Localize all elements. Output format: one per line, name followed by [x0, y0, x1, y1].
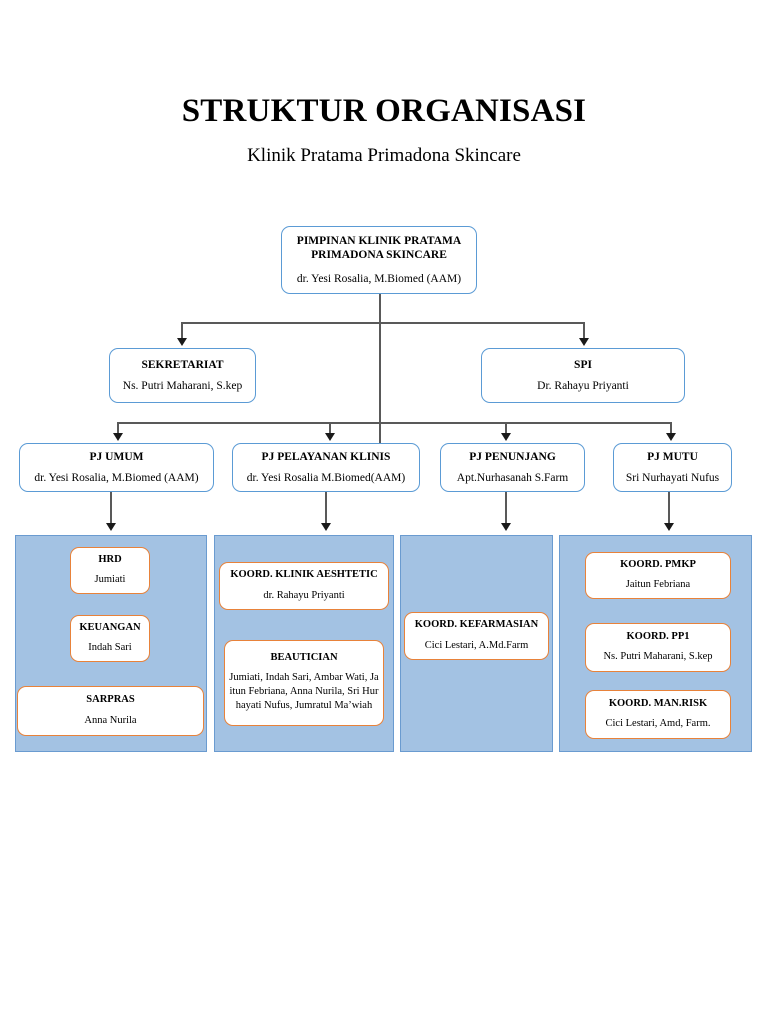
connector-level2-bar	[181, 322, 583, 324]
node-pj-penunjang-person: Apt.Nurhasanah S.Farm	[456, 472, 569, 484]
node-keuangan[interactable]: KEUANGAN Indah Sari	[70, 615, 150, 662]
connector-level3-bar	[117, 422, 671, 424]
node-hrd-role: HRD	[98, 553, 122, 565]
connector-panel-umum-drop	[110, 492, 112, 525]
page-subtitle: Klinik Pratama Primadona Skincare	[247, 145, 521, 166]
connector-panel-mutu-drop	[668, 492, 670, 525]
node-sarpras[interactable]: SARPRAS Anna Nurila	[17, 686, 204, 736]
node-spi-role: SPI	[574, 358, 592, 371]
node-koord-man-risk-role: KOORD. MAN.RISK	[608, 697, 708, 709]
node-pj-pelayanan-person: dr. Yesi Rosalia M.Biomed(AAM)	[246, 472, 406, 484]
node-beautician-person: Jumiati, Indah Sari, Ambar Wati, Jaitun …	[229, 672, 379, 712]
page-title: STRUKTUR ORGANISASI	[181, 93, 587, 129]
node-pj-mutu[interactable]: PJ MUTU Sri Nurhayati Nufus	[613, 443, 732, 492]
connector-spi-drop	[583, 322, 585, 340]
node-koord-pp1-person: Ns. Putri Maharani, S.kep	[603, 651, 713, 663]
node-pimpinan-role-line1: PIMPINAN KLINIK PRATAMA	[296, 235, 462, 248]
node-pimpinan-role-line2: PRIMADONA SKINCARE	[311, 249, 447, 262]
node-pj-penunjang[interactable]: PJ PENUNJANG Apt.Nurhasanah S.Farm	[440, 443, 585, 492]
arrow-panel-penunjang	[501, 523, 511, 531]
connector-pj-umum-drop	[117, 422, 119, 435]
node-beautician[interactable]: BEAUTICIAN Jumiati, Indah Sari, Ambar Wa…	[224, 640, 384, 726]
node-sekretariat[interactable]: SEKRETARIAT Ns. Putri Maharani, S.kep	[109, 348, 256, 403]
arrow-pj-penunjang	[501, 433, 511, 441]
arrow-pj-mutu	[666, 433, 676, 441]
node-pimpinan-role: PIMPINAN KLINIK PRATAMA PRIMADONA SKINCA…	[297, 234, 461, 262]
node-koord-kefarmasian-person: Cici Lestari, A.Md.Farm	[424, 639, 529, 651]
node-pimpinan-person: dr. Yesi Rosalia, M.Biomed (AAM)	[296, 272, 462, 285]
node-keuangan-person: Indah Sari	[88, 642, 132, 654]
node-koord-pp1-role: KOORD. PP1	[626, 630, 690, 642]
node-pj-mutu-role: PJ MUTU	[647, 450, 698, 463]
node-koord-pmkp-person: Jaitun Febriana	[625, 579, 691, 591]
node-pj-mutu-person: Sri Nurhayati Nufus	[625, 472, 720, 484]
arrow-panel-mutu	[664, 523, 674, 531]
node-sekretariat-person: Ns. Putri Maharani, S.kep	[122, 380, 243, 392]
connector-panel-pelayanan-drop	[325, 492, 327, 525]
node-keuangan-role: KEUANGAN	[79, 621, 141, 633]
node-pj-pelayanan-klinis[interactable]: PJ PELAYANAN KLINIS dr. Yesi Rosalia M.B…	[232, 443, 420, 492]
node-koord-pmkp[interactable]: KOORD. PMKP Jaitun Febriana	[585, 552, 731, 599]
node-sarpras-person: Anna Nurila	[84, 714, 137, 726]
node-spi-person: Dr. Rahayu Priyanti	[537, 380, 629, 392]
node-spi[interactable]: SPI Dr. Rahayu Priyanti	[481, 348, 685, 403]
node-koord-kefarmasian-role: KOORD. KEFARMASIAN	[414, 619, 539, 631]
connector-pj-pelayanan-drop	[329, 422, 331, 435]
node-koord-man-risk[interactable]: KOORD. MAN.RISK Cici Lestari, Amd, Farm.	[585, 690, 731, 739]
node-koord-pp1[interactable]: KOORD. PP1 Ns. Putri Maharani, S.kep	[585, 623, 731, 672]
connector-trunk-vertical	[379, 294, 381, 443]
node-koord-klinik-aesthetic[interactable]: KOORD. KLINIK AESHTETIC dr. Rahayu Priya…	[219, 562, 389, 610]
arrow-pj-umum	[113, 433, 123, 441]
node-sarpras-role: SARPRAS	[86, 694, 135, 706]
node-pj-pelayanan-role: PJ PELAYANAN KLINIS	[261, 450, 391, 463]
node-koord-klinik-aesthetic-person: dr. Rahayu Priyanti	[263, 589, 345, 601]
node-hrd-person: Jumiati	[94, 574, 126, 586]
node-koord-man-risk-person: Cici Lestari, Amd, Farm.	[605, 718, 711, 730]
connector-pj-mutu-drop	[670, 422, 672, 435]
arrow-sekretariat	[177, 338, 187, 346]
connector-pj-penunjang-drop	[505, 422, 507, 435]
node-pj-umum-person: dr. Yesi Rosalia, M.Biomed (AAM)	[34, 472, 199, 484]
node-pj-umum-role: PJ UMUM	[89, 450, 144, 463]
node-pj-penunjang-role: PJ PENUNJANG	[469, 450, 556, 463]
connector-panel-penunjang-drop	[505, 492, 507, 525]
arrow-pj-pelayanan	[325, 433, 335, 441]
node-hrd[interactable]: HRD Jumiati	[70, 547, 150, 594]
arrow-spi	[579, 338, 589, 346]
node-beautician-role: BEAUTICIAN	[270, 652, 338, 664]
node-sekretariat-role: SEKRETARIAT	[141, 358, 224, 371]
arrow-panel-pelayanan	[321, 523, 331, 531]
node-koord-klinik-aesthetic-role: KOORD. KLINIK AESHTETIC	[230, 569, 378, 581]
node-koord-pmkp-role: KOORD. PMKP	[620, 558, 696, 570]
node-pj-umum[interactable]: PJ UMUM dr. Yesi Rosalia, M.Biomed (AAM)	[19, 443, 214, 492]
node-pimpinan[interactable]: PIMPINAN KLINIK PRATAMA PRIMADONA SKINCA…	[281, 226, 477, 294]
arrow-panel-umum	[106, 523, 116, 531]
node-koord-kefarmasian[interactable]: KOORD. KEFARMASIAN Cici Lestari, A.Md.Fa…	[404, 612, 549, 660]
connector-sekretariat-drop	[181, 322, 183, 340]
